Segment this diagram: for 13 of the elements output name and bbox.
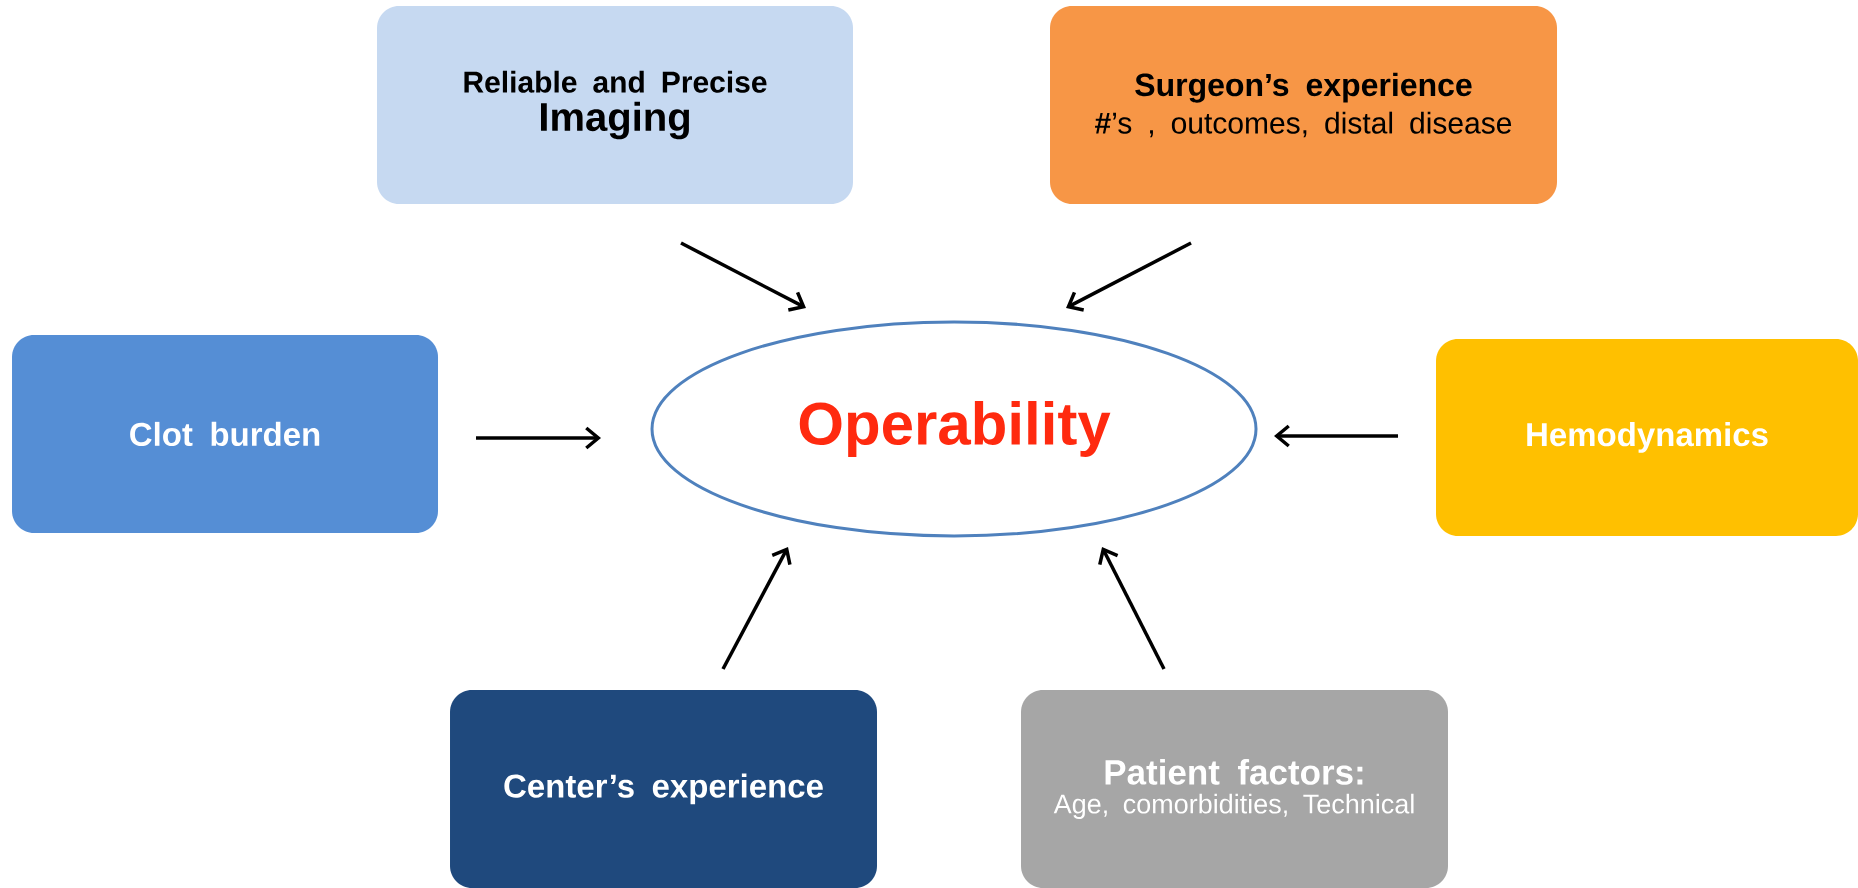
arrow <box>680 241 806 312</box>
rounded-box: Hemodynamics <box>1436 339 1858 536</box>
rounded-box: Patient factors: Age, comorbidities, Technical <box>1021 690 1448 888</box>
arrow <box>476 426 601 450</box>
rounded-box: Reliable and Precise Imaging <box>377 6 853 204</box>
rounded-box: Center’s experience <box>450 690 877 888</box>
arrow <box>1274 424 1398 448</box>
ellipse-node: Operability <box>650 320 1258 538</box>
rounded-box: Surgeon’s experience #’s , outcomes, distal disease <box>1050 6 1557 204</box>
arrow <box>721 547 792 670</box>
rounded-box: Clot burden <box>12 335 438 533</box>
arrow <box>1066 241 1192 312</box>
arrow <box>1098 547 1166 670</box>
